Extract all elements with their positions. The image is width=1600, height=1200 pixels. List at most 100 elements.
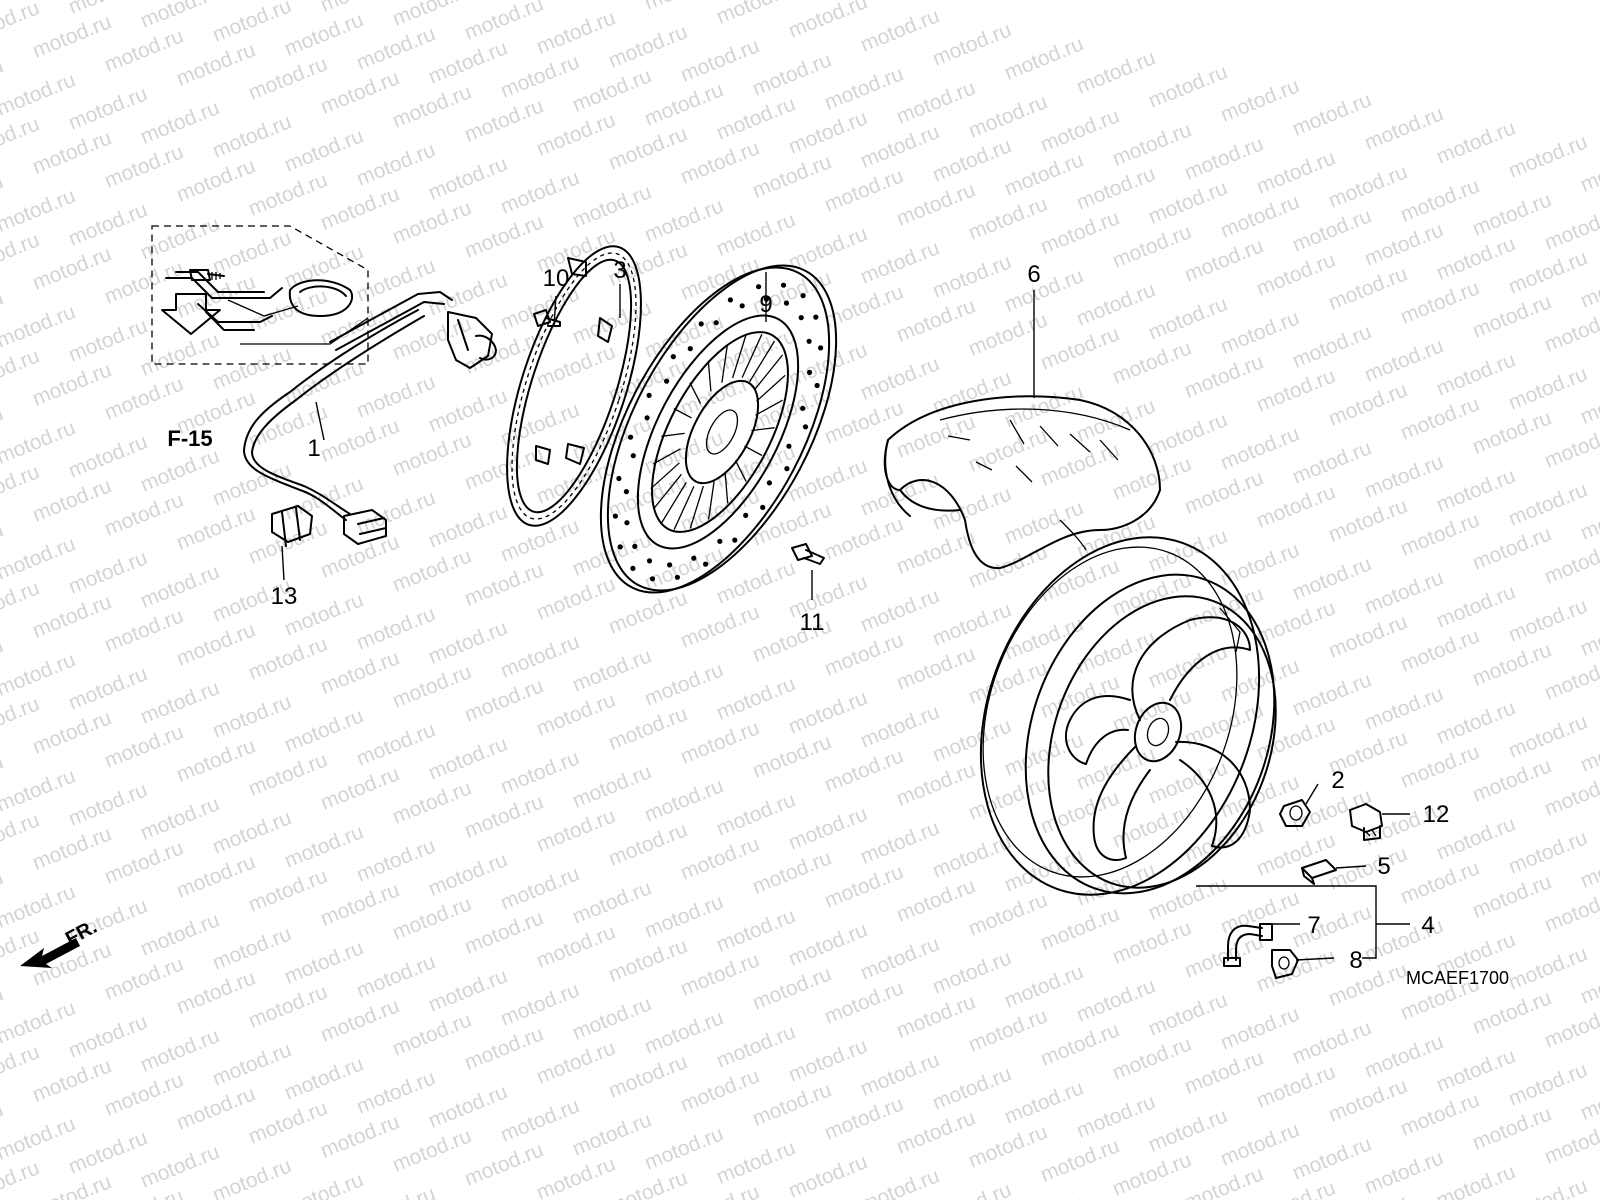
disc-hole (818, 345, 824, 351)
leader-lines (281, 272, 1410, 961)
disc-hole (786, 443, 792, 449)
disc-hole (732, 537, 738, 543)
disc-rib (652, 473, 682, 510)
part-11-disc-bolt[interactable] (791, 543, 825, 565)
callout-10: 10 (543, 265, 570, 292)
disc-rib (653, 448, 681, 465)
disc-holes (612, 282, 824, 582)
disc-hole (674, 574, 681, 580)
disc-rib (756, 374, 786, 402)
disc-hole (739, 303, 745, 309)
disc-hole (698, 321, 704, 327)
disc-rib (755, 399, 783, 416)
part-3-pulser-ring[interactable] (479, 231, 668, 541)
disc-hole (802, 424, 809, 430)
disc-hole (703, 561, 709, 567)
disc-rib (707, 360, 712, 392)
callout-13: 13 (271, 583, 298, 610)
disc-hole (646, 392, 652, 398)
part-8-valve-bracket[interactable] (1271, 949, 1299, 979)
disc-hole (624, 520, 630, 526)
disc-hole (756, 284, 762, 290)
disc-hole (687, 346, 693, 352)
watermark-text: motod.ru (929, 1178, 1014, 1200)
disc-hole (743, 512, 749, 519)
watermark-text: motod.ru (353, 1182, 438, 1200)
disc-rib (673, 486, 695, 530)
disc-hole (760, 504, 766, 510)
disc-hole (727, 297, 734, 303)
callout-9: 9 (759, 291, 772, 318)
watermark-text: motod.ru (0, 1156, 43, 1200)
callout-6: 6 (1027, 261, 1040, 288)
callout-4: 4 (1421, 912, 1434, 939)
callout-1: 1 (307, 435, 320, 462)
disc-hole (649, 576, 656, 582)
disc-hole (784, 466, 790, 472)
callout-8: 8 (1349, 947, 1362, 974)
disc-rib (741, 334, 763, 378)
disc-hole (646, 558, 653, 564)
watermark-text: motod.ru (281, 1168, 366, 1200)
part-12-axle-nut[interactable] (1349, 803, 1383, 841)
disc-hole (664, 378, 670, 384)
disc-hole (616, 475, 622, 482)
part-13-wire-clip[interactable] (271, 505, 313, 547)
watermark-text: motod.ru (857, 1164, 942, 1200)
disc-rib (660, 482, 687, 524)
disc-hole (800, 405, 806, 411)
disc-hole (623, 489, 630, 495)
disc-hole (691, 555, 697, 561)
disc-hole (766, 480, 773, 486)
part-9-brake-disc[interactable] (554, 230, 884, 629)
disc-hole (807, 369, 813, 375)
disc-rib (673, 407, 692, 419)
disc-rib (734, 460, 747, 482)
watermark-text: motod.ru (569, 0, 654, 1)
callout-11: 11 (800, 609, 825, 636)
disc-ribs (650, 334, 786, 530)
callout-labels: 1 2 3 4 5 6 7 8 9 10 11 12 13 (271, 257, 1450, 974)
disc-rib (754, 354, 784, 391)
disc-hole (630, 453, 636, 459)
callout-7: 7 (1307, 912, 1320, 939)
disc-hole (800, 293, 806, 299)
disc-hole (798, 315, 804, 321)
disc-hole (806, 338, 812, 344)
disc-hole (612, 513, 619, 519)
callout-5: 5 (1377, 853, 1390, 880)
disc-hole (667, 562, 673, 568)
disc-hole (627, 434, 634, 440)
disc-hole (713, 320, 719, 326)
disc-hole (813, 314, 819, 320)
front-direction-arrow (20, 938, 80, 968)
part-4-wheel[interactable] (933, 498, 1317, 934)
part-7-valve-stem[interactable] (1223, 923, 1273, 967)
diagram-code: MCAEF1700 (1406, 968, 1509, 988)
disc-hole (630, 565, 636, 572)
disc-rib (661, 432, 685, 437)
part-5-balance-weight[interactable] (1301, 859, 1337, 885)
disc-hole (717, 538, 723, 544)
disc-hole (617, 544, 623, 550)
reference-arrow (161, 293, 221, 335)
part-2-flange-nut[interactable] (1279, 799, 1311, 827)
watermark-text: motod.ru (1505, 1174, 1590, 1200)
disc-rib (650, 462, 680, 490)
disc-rib (749, 340, 776, 382)
reference-label: F-15 (167, 426, 212, 451)
disc-rib (731, 335, 747, 379)
disc-rib (707, 481, 715, 520)
callout-3: 3 (613, 257, 626, 284)
part-1-speed-sensor-harness[interactable] (151, 225, 497, 545)
part-6-tire[interactable] (883, 395, 1161, 570)
disc-hole (780, 282, 787, 288)
disc-rib (721, 344, 729, 383)
disc-hole (670, 354, 676, 360)
disc-rib (689, 485, 705, 529)
disc-hole (644, 415, 650, 421)
callout-12: 12 (1423, 801, 1450, 828)
disc-hole (783, 300, 790, 306)
disc-rib (751, 427, 775, 432)
